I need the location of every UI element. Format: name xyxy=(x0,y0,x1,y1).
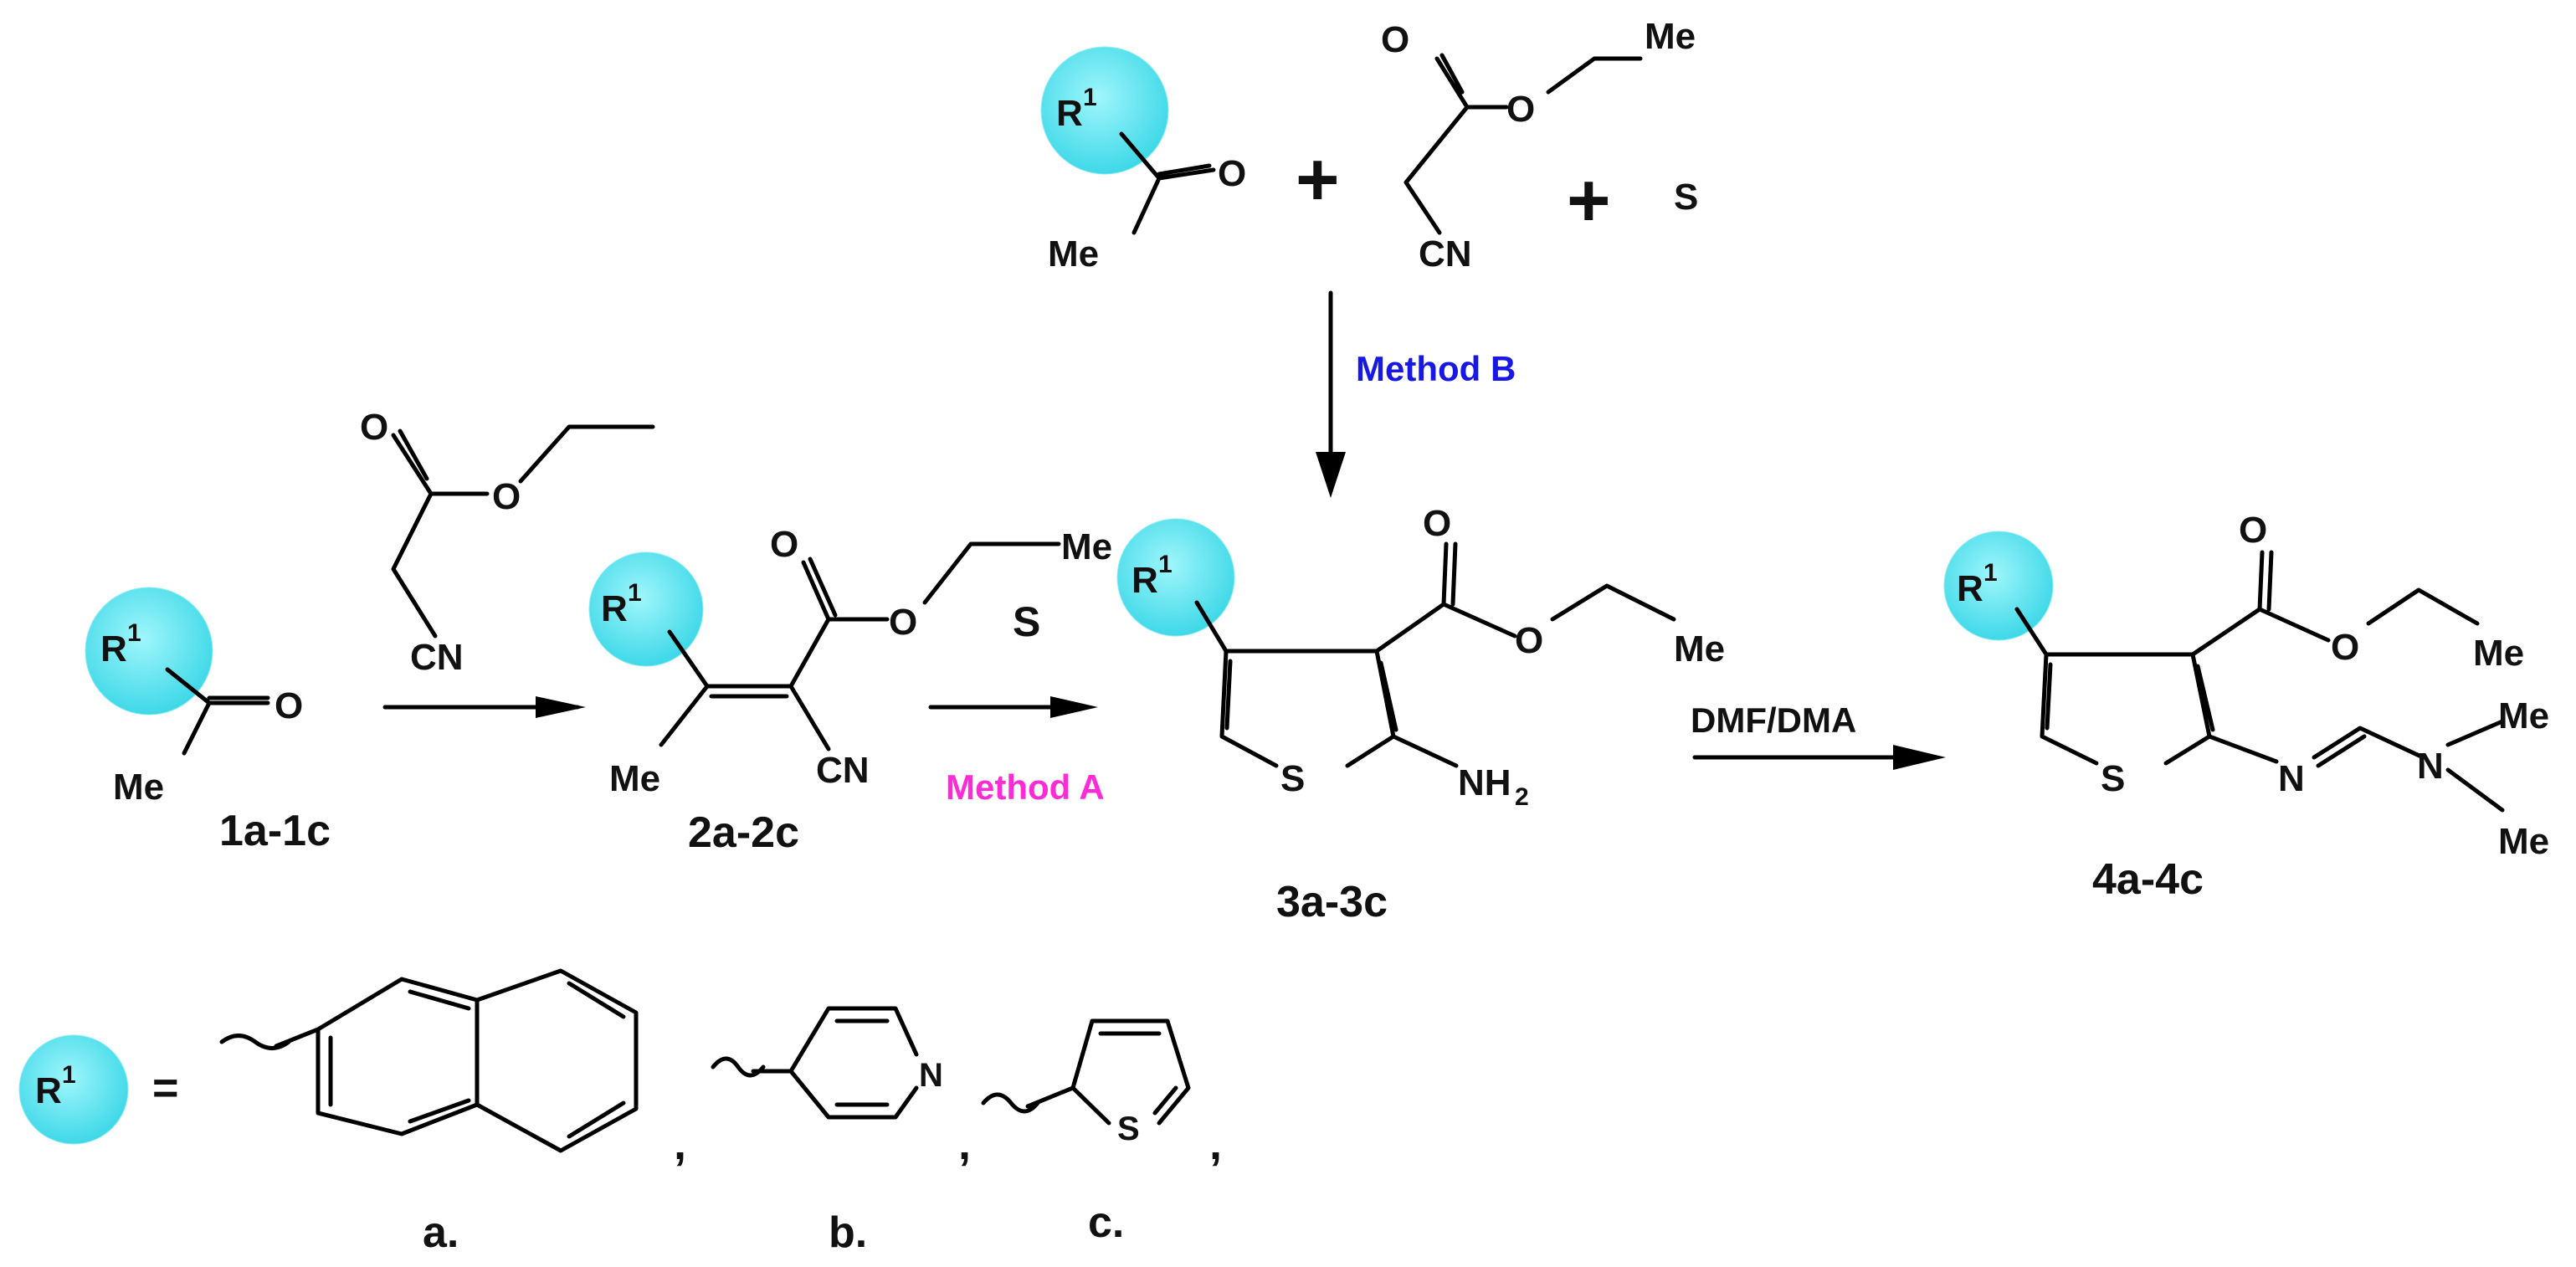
thiophene-amine: NH xyxy=(1458,762,1511,803)
r1-superscript-2: 1 xyxy=(628,579,642,607)
reagent-carbonyl-oxygen: O xyxy=(360,407,388,448)
pyridine-nitrogen: N xyxy=(919,1057,943,1094)
compound-4-label: 4a-4c xyxy=(2092,855,2204,904)
ketone-1-methyl: Me xyxy=(113,767,164,808)
amidine-4: R 1 O O Me S N N Me Me xyxy=(1943,510,2549,862)
ethyl-methyl: Me xyxy=(1645,16,1696,57)
amidine-ethyl-methyl: Me xyxy=(2473,633,2524,674)
ketone-1-oxygen: O xyxy=(275,685,303,726)
plus-sign-2: + xyxy=(1567,159,1611,243)
r1-label-3: R xyxy=(1131,560,1158,601)
r1-superscript-4: 1 xyxy=(1983,559,1998,587)
thiophene-carbonyl-oxygen: O xyxy=(1423,503,1451,544)
legend-comma-3: , xyxy=(1209,1119,1222,1169)
thiophene-3: R 1 O O Me S NH 2 xyxy=(1116,503,1725,811)
method-a-label: Method A xyxy=(946,767,1105,807)
reagent-ethyl-cyanoacetate: O O CN xyxy=(360,407,655,678)
option-c-label: c. xyxy=(1088,1198,1124,1247)
r1-superscript-3: 1 xyxy=(1158,551,1173,578)
legend-comma-1: , xyxy=(674,1119,686,1169)
compound-3-label: 3a-3c xyxy=(1276,878,1388,926)
r1-legend-label: R xyxy=(35,1070,62,1111)
thiophene-amine-subscript: 2 xyxy=(1515,783,1529,811)
step1-arrowhead xyxy=(536,696,586,718)
carbonyl-oxygen: O xyxy=(1381,19,1409,60)
legend-comma-2: , xyxy=(958,1119,971,1169)
r1-ring-marker-3 xyxy=(1116,518,1235,637)
reagent-ester-oxygen: O xyxy=(492,476,521,517)
r1-legend-superscript: 1 xyxy=(62,1061,76,1089)
step2-arrowhead xyxy=(1050,696,1098,718)
elemental-sulfur: S xyxy=(1674,177,1698,218)
alkene-2: R 1 O O Me Me CN xyxy=(588,524,1112,799)
alkene-methyl: Me xyxy=(609,758,660,799)
option-b-pyridyl: N b. xyxy=(711,1006,943,1257)
step3-arrowhead xyxy=(1893,745,1946,770)
alkene-nitrile: CN xyxy=(816,750,870,791)
imine-nitrogen: N xyxy=(2278,758,2305,799)
r1-label-4: R xyxy=(1957,568,1983,609)
option-c-thienyl: S c. xyxy=(981,1018,1191,1247)
alkene-ethyl-methyl: Me xyxy=(1061,526,1112,567)
amine-nitrogen: N xyxy=(2417,746,2444,787)
alkene-carbonyl-oxygen: O xyxy=(770,524,798,565)
plus-sign-1: + xyxy=(1296,138,1340,222)
method-a-sulfur: S xyxy=(1013,598,1040,645)
r1-label-2: R xyxy=(601,588,628,629)
ketone-oxygen: O xyxy=(1218,153,1246,194)
option-a-label: a. xyxy=(423,1208,459,1257)
method-b-label: Method B xyxy=(1356,349,1516,388)
thiophene-option-sulfur: S xyxy=(1117,1111,1140,1147)
reagent-nitrile: CN xyxy=(410,637,464,678)
r1-superscript: 1 xyxy=(1083,84,1097,111)
thiophene-ester-oxygen: O xyxy=(1515,620,1543,661)
method-b-arrowhead xyxy=(1316,452,1346,498)
substituent-legend: R 1 = a. , N b. , S c. , xyxy=(18,968,1222,1257)
r1-label: R xyxy=(1056,93,1083,134)
ester-oxygen: O xyxy=(1506,89,1535,130)
thiophene-sulfur: S xyxy=(1280,758,1305,799)
amidine-ester-oxygen: O xyxy=(2331,627,2359,668)
r1-ring-marker xyxy=(1040,46,1169,175)
r1-legend-marker xyxy=(18,1034,129,1145)
amidine-carbonyl-oxygen: O xyxy=(2239,510,2267,551)
amidine-ring-sulfur: S xyxy=(2101,758,2125,799)
legend-equals: = xyxy=(152,1063,179,1113)
top-ketone: R 1 O Me xyxy=(1040,46,1246,274)
n-methyl-bottom: Me xyxy=(2498,821,2549,862)
r1-label-1: R xyxy=(100,628,127,669)
r1-ring-marker-4 xyxy=(1943,531,2054,641)
top-ethyl-cyanoacetate: O O Me CN xyxy=(1381,16,1696,274)
nitrile-group: CN xyxy=(1419,233,1472,274)
dmf-dma-label: DMF/DMA xyxy=(1691,700,1856,740)
ketone-methyl: Me xyxy=(1048,233,1099,274)
option-b-label: b. xyxy=(829,1208,867,1257)
thiophene-ethyl-methyl: Me xyxy=(1674,628,1725,669)
n-methyl-top: Me xyxy=(2498,695,2549,736)
r1-superscript-1: 1 xyxy=(127,619,141,647)
option-a-naphthyl: a. xyxy=(219,968,639,1257)
alkene-ester-oxygen: O xyxy=(889,602,917,643)
compound-2-label: 2a-2c xyxy=(688,808,799,857)
ketone-1: R 1 O Me xyxy=(85,587,303,808)
compound-1-label: 1a-1c xyxy=(219,807,331,855)
